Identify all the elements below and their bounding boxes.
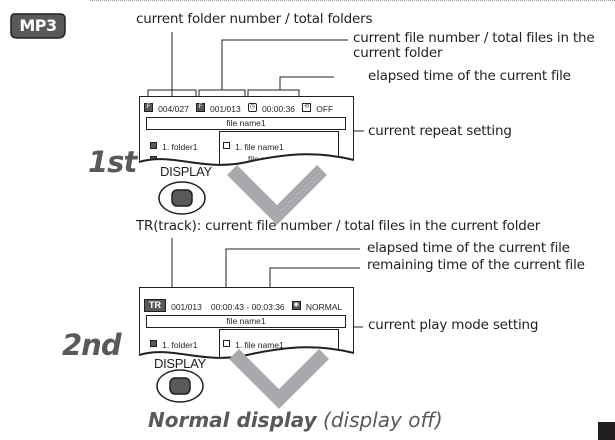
display-button-2[interactable] bbox=[154, 368, 208, 404]
track-icon: TR bbox=[144, 299, 166, 312]
screen-folder-count: 004/027 bbox=[158, 104, 189, 114]
label-elapsed-time-2: elapsed time of the current file bbox=[367, 240, 570, 256]
screen-time-range: 00:00:43 - 00:03:36 bbox=[210, 302, 285, 312]
chevron-down-icon-2 bbox=[229, 349, 329, 409]
folder-list-icon-s2 bbox=[150, 340, 157, 347]
label-remaining-time: remaining time of the current file bbox=[367, 257, 585, 273]
label-play-mode: current play mode setting bbox=[368, 317, 539, 333]
play-mode-icon: ◉ bbox=[291, 301, 301, 310]
section1-display-screen: F 004/027 F 001/013 ◷ 00:00:36 ⟲ OFF fil… bbox=[139, 96, 354, 166]
mp3-badge: MP3 bbox=[8, 11, 68, 41]
screen-track-count: 001/013 bbox=[171, 302, 202, 312]
section1-status-row: F 004/027 F 001/013 ◷ 00:00:36 ⟲ OFF bbox=[144, 100, 333, 114]
folder-list-label-s2: 1. folder1 bbox=[162, 340, 198, 350]
display-button-shape-1 bbox=[158, 181, 206, 215]
normal-display-bold: Normal display bbox=[148, 408, 317, 432]
label-file-number: current file number / total files in the… bbox=[353, 30, 595, 61]
clock-icon: ◷ bbox=[247, 103, 257, 112]
screen-filename-bar: file name1 bbox=[146, 117, 346, 130]
folder-list-icon bbox=[150, 142, 157, 149]
file-list-icon bbox=[223, 142, 230, 149]
mp3-badge-shape bbox=[10, 13, 66, 39]
normal-display-rest: (display off) bbox=[316, 408, 443, 432]
file-list-item-1-s2: 1. file name1 bbox=[235, 340, 284, 350]
top-dotted-rule bbox=[90, 0, 615, 1]
mp3-badge-label: MP3 bbox=[19, 16, 57, 35]
screen-play-mode-value: NORMAL bbox=[305, 302, 343, 312]
screen-folder-list-item-s2: 1. folder1 bbox=[150, 333, 198, 352]
step-label-second: 2nd bbox=[62, 328, 122, 362]
label-elapsed-time: elapsed time of the current file bbox=[368, 68, 571, 84]
folder-icon: F bbox=[144, 103, 153, 112]
screen-elapsed-time: 00:00:36 bbox=[261, 104, 296, 114]
label-track-description: TR(track): current file number / total f… bbox=[136, 218, 541, 234]
file-list-item-1: 1. file name1 bbox=[235, 142, 284, 152]
display-button-shape-2 bbox=[156, 369, 204, 403]
folder-list-label: 1. folder1 bbox=[162, 142, 198, 152]
label-folder-number: current folder number / total folders bbox=[136, 11, 373, 27]
page-edge-marker bbox=[598, 422, 615, 440]
screen-folder-list-item: 1. folder1 bbox=[150, 135, 198, 154]
section1-torn-edge bbox=[132, 153, 362, 176]
normal-display-caption: Normal display (display off) bbox=[148, 408, 443, 432]
screen-file-count: 001/013 bbox=[210, 104, 241, 114]
label-repeat-setting: current repeat setting bbox=[368, 123, 512, 139]
file-icon: F bbox=[195, 103, 205, 112]
section2-status-row: TR 001/013 00:00:43 - 00:03:36 ◉ NORMAL bbox=[144, 298, 342, 312]
display-button-label-1: DISPLAY bbox=[160, 164, 212, 179]
chevron-down-icon-1 bbox=[227, 165, 327, 225]
step-label-first: 1st bbox=[88, 145, 137, 179]
file-list-icon-s2 bbox=[223, 340, 230, 347]
screen-filename-bar-2: file name1 bbox=[146, 315, 346, 328]
screen-repeat-value: OFF bbox=[316, 104, 334, 114]
display-button-label-2: DISPLAY bbox=[154, 356, 206, 371]
display-button-1[interactable] bbox=[156, 180, 210, 216]
repeat-icon: ⟲ bbox=[302, 103, 312, 112]
